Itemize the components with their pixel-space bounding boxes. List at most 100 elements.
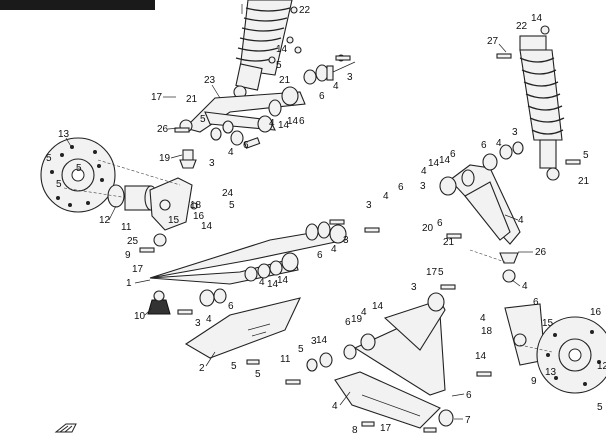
callout-2: 2 <box>199 363 205 374</box>
callout-5: 5 <box>200 114 206 125</box>
callout-6: 6 <box>228 301 234 312</box>
callout-3: 3 <box>512 127 518 138</box>
callout-5: 5 <box>597 402 603 413</box>
callout-17: 26 <box>535 247 547 258</box>
callout-5: 5 <box>255 369 261 380</box>
callout-5: 5 <box>56 179 62 190</box>
callout-5: 5 <box>583 150 589 161</box>
left-skid-plate <box>184 297 301 359</box>
callout-22: 22 <box>299 5 311 16</box>
callout-12: 12 <box>99 215 111 226</box>
callout-21: 6 <box>437 218 443 229</box>
header-bar <box>0 0 155 10</box>
callout-14: 14 <box>287 116 299 127</box>
callout-15: 6 <box>533 297 539 308</box>
callout-3: 11 <box>280 354 291 365</box>
callout-19: 19 <box>159 153 171 164</box>
callout-17: 6 <box>466 390 472 401</box>
callout-14: 14 <box>531 13 543 24</box>
callout-14: 14 <box>276 44 288 55</box>
right-upper-ball-joint <box>499 252 519 283</box>
callout-4: 4 <box>333 81 339 92</box>
callout-5: 5 <box>231 361 237 372</box>
callout-13: 16 <box>590 307 602 318</box>
callout-14: 14 <box>428 158 440 169</box>
callout-4: 17 <box>426 267 438 278</box>
callout-3: 3 <box>209 158 215 169</box>
callout-14: 19 <box>351 314 363 325</box>
callout-leaders <box>65 43 533 420</box>
left-brake-disc <box>40 137 116 213</box>
callout-5: 21 <box>443 237 455 248</box>
callout-3: 3 <box>347 72 353 83</box>
callout-14: 4 <box>361 307 367 318</box>
callout-17: 17 <box>132 264 144 275</box>
callout-24: 24 <box>222 188 234 199</box>
callout-5: 5 <box>46 153 52 164</box>
callout-5: 12 <box>597 361 606 372</box>
callout-6: 6 <box>319 91 325 102</box>
callout-4: 4 <box>259 277 265 288</box>
callout-14: 14 <box>278 120 290 131</box>
callout-14: 14 <box>439 155 451 166</box>
right-skid-plate <box>334 371 441 429</box>
callout-20: 4 <box>518 215 524 226</box>
callout-25: 25 <box>127 236 139 247</box>
logo-mark <box>54 423 77 433</box>
callout-14: 15 <box>542 318 554 329</box>
callout-14: 14 <box>277 275 289 286</box>
callout-5: 8 <box>352 425 358 435</box>
alignment-lines <box>63 159 553 353</box>
callout-8: 7 <box>465 415 471 426</box>
callout-6: 6 <box>243 140 249 151</box>
callout-13: 13 <box>58 129 70 140</box>
callout-5: 5 <box>229 200 235 211</box>
callout-10: 10 <box>134 311 146 322</box>
callout-9: 14 <box>475 351 487 362</box>
callout-27: 27 <box>487 36 499 47</box>
callout-4: 14 <box>372 301 384 312</box>
lower-ball-joint <box>147 290 171 315</box>
callout-4: 4 <box>269 118 275 129</box>
callout-4: 4 <box>496 138 502 149</box>
callout-4: 6 <box>450 149 456 160</box>
callout-4: 4 <box>228 147 234 158</box>
callout-labels: 22 14 5 3 4 6 21 23 17 21 4 14 14 6 26 5… <box>46 5 606 435</box>
callout-12: 13 <box>545 367 557 378</box>
callout-7: 4 <box>332 401 338 412</box>
callout-4: 5 <box>298 344 304 355</box>
callout-17: 17 <box>151 92 163 103</box>
callout-3: 5 <box>438 267 444 278</box>
callout-6: 14 <box>316 335 328 346</box>
callout-6: 3 <box>311 336 317 347</box>
callout-4: 4 <box>206 314 212 325</box>
callout-4: 4 <box>383 191 389 202</box>
callout-23: 23 <box>204 75 216 86</box>
callout-6: 3 <box>420 181 426 192</box>
callout-19: 4 <box>522 281 528 292</box>
callout-9: 9 <box>125 250 131 261</box>
callout-26: 26 <box>157 124 169 135</box>
callout-1: 1 <box>126 278 132 289</box>
callout-6: 6 <box>317 250 323 261</box>
callout-22: 22 <box>516 21 528 32</box>
callout-5: 5 <box>76 163 82 174</box>
callout-3: 3 <box>343 235 349 246</box>
callout-3: 3 <box>195 318 201 329</box>
callout-5: 5 <box>276 60 282 71</box>
callout-21: 21 <box>279 75 291 86</box>
callout-18: 4 <box>480 313 486 324</box>
callout-11: 9 <box>531 376 537 387</box>
callout-6: 6 <box>299 116 305 127</box>
callout-21: 21 <box>578 176 590 187</box>
callout-5: 17 <box>380 423 392 434</box>
left-shock-absorber <box>233 0 293 99</box>
callout-18: 18 <box>190 200 202 211</box>
callout-14: 14 <box>201 221 213 232</box>
callout-3: 3 <box>366 200 372 211</box>
callout-26: 20 <box>422 223 434 234</box>
fasteners <box>139 36 581 433</box>
right-brake-disc <box>536 316 606 394</box>
callout-4: 4 <box>421 166 427 177</box>
